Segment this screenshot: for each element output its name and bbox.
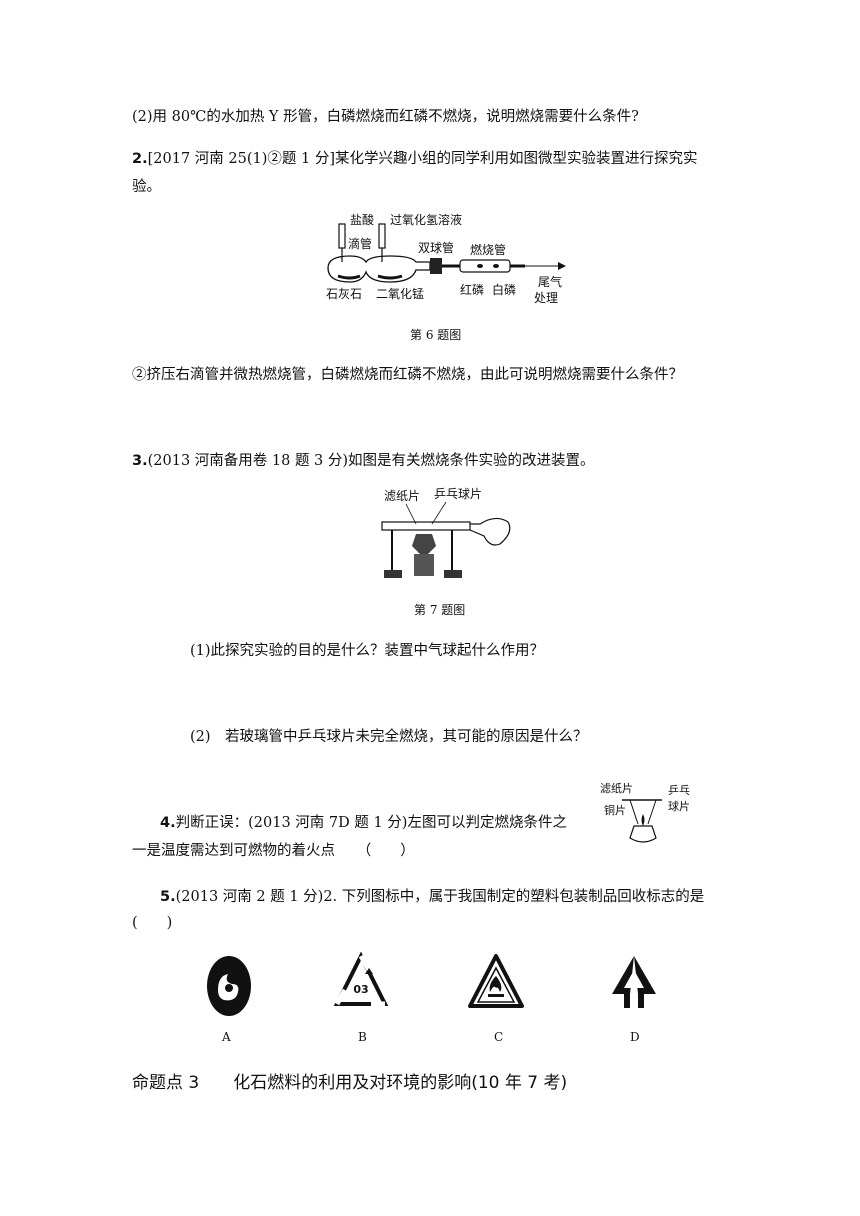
question-4-number: 4. (160, 815, 176, 831)
question-2-text: [2017 河南 25(1)②题 1 分]某化学兴趣小组的同学利用如图微型实验装… (147, 151, 698, 167)
option-d-label: D (630, 1030, 640, 1044)
glass-tube (381, 521, 471, 531)
question-3-sub-2: (2) 若玻璃管中乒乓球片未完全燃烧，其可能的原因是什么？ (190, 729, 588, 745)
label-tail-gas-2: 处理 (534, 291, 558, 305)
balloon (469, 517, 511, 546)
label-pingpong: 乒乓球片 (434, 487, 482, 501)
figure-6-apparatus: 盐酸 过氧化氢溶液 滴管 双球管 燃烧管 石灰石 二氧化锰 红磷 白磷 尾气 处… (326, 212, 566, 305)
label-filter-paper: 滤纸片 (384, 489, 420, 503)
question-3-sub-1: (1)此探究实验的目的是什么？装置中气球起什么作用？ (190, 643, 545, 659)
figure-7-apparatus: 滤纸片 乒乓球片 (381, 487, 511, 578)
figure-6-caption: 第 6 题图 (410, 328, 462, 342)
label-combustion-tube: 燃烧管 (470, 242, 506, 257)
label-q4-filter-paper: 滤纸片 (600, 782, 633, 795)
combustion-tube (459, 259, 511, 273)
question-3-number: 3. (132, 453, 148, 469)
question-2-line-2: 验。 (132, 179, 161, 195)
flammable-warning-icon (468, 954, 524, 1008)
option-b-label: B (358, 1030, 367, 1044)
question-4-figure: 滤纸片 乒乓 球片 铜片 (600, 782, 690, 843)
alcohol-lamp-flame (412, 534, 436, 554)
stopper (430, 258, 442, 274)
label-h2o2: 过氧化氢溶液 (390, 212, 462, 227)
question-5-number: 5. (160, 889, 176, 905)
label-red-p: 红磷 (460, 282, 484, 297)
figure-7-caption: 第 7 题图 (414, 603, 466, 617)
outlet-arrow (558, 262, 566, 270)
recycle-code: 03 (353, 983, 368, 996)
right-dropper (378, 223, 386, 249)
question-2-sub-question: ②挤压右滴管并微热燃烧管，白磷燃烧而红磷不燃烧，由此可说明燃烧需要什么条件？ (132, 367, 683, 383)
recycle-03-icon: 03 (333, 952, 389, 1007)
water-drop-circle-icon (207, 956, 251, 1016)
label-double-bulb: 双球管 (418, 240, 454, 255)
option-c-label: C (494, 1030, 504, 1044)
label-q4-pingpong-2: 球片 (668, 799, 690, 813)
question-5-line-1: 5.(2013 河南 2 题 1 分)2. 下列图标中，属于我国制定的塑料包装制… (160, 886, 704, 908)
label-mno2: 二氧化锰 (376, 286, 424, 301)
question-2-number: 2. (132, 151, 148, 167)
question-1-part-2: (2)用 80℃的水加热 Y 形管，白磷燃烧而红磷不燃烧，说明燃烧需要什么条件? (132, 109, 639, 125)
recycle-arrow-icon (612, 956, 656, 1008)
question-2-line-1: 2.[2017 河南 25(1)②题 1 分]某化学兴趣小组的同学利用如图微型实… (132, 148, 697, 170)
question-4-line-1: 4.判断正误：(2013 河南 7D 题 1 分)左图可以判定燃烧条件之 (160, 812, 567, 834)
question-3-line: 3.(2013 河南备用卷 18 题 3 分)如图是有关燃烧条件实验的改进装置。 (132, 450, 595, 472)
label-q4-copper: 铜片 (604, 803, 626, 817)
label-white-p: 白磷 (492, 282, 516, 297)
option-a-label: A (222, 1030, 231, 1044)
label-dropper: 滴管 (348, 236, 372, 251)
label-limestone: 石灰石 (326, 287, 362, 301)
question-4-line-2: 一是温度需达到可燃物的着火点 （ ） (132, 843, 415, 859)
alcohol-lamp (414, 554, 434, 576)
question-4-text: 判断正误：(2013 河南 7D 题 1 分)左图可以判定燃烧条件之 (175, 815, 567, 831)
question-3-text: (2013 河南备用卷 18 题 3 分)如图是有关燃烧条件实验的改进装置。 (147, 453, 595, 469)
q4-alcohol-lamp (629, 825, 657, 843)
label-q4-pingpong-1: 乒乓 (668, 784, 690, 797)
label-tail-gas-1: 尾气 (538, 274, 562, 289)
label-hcl: 盐酸 (350, 212, 374, 227)
left-dropper (338, 223, 346, 249)
section-heading: 命题点 3 化石燃料的利用及对环境的影响(10 年 7 考) (132, 1073, 568, 1093)
question-5-text: (2013 河南 2 题 1 分)2. 下列图标中，属于我国制定的塑料包装制品回… (175, 889, 705, 905)
question-5-line-2: ( ) (132, 915, 173, 931)
